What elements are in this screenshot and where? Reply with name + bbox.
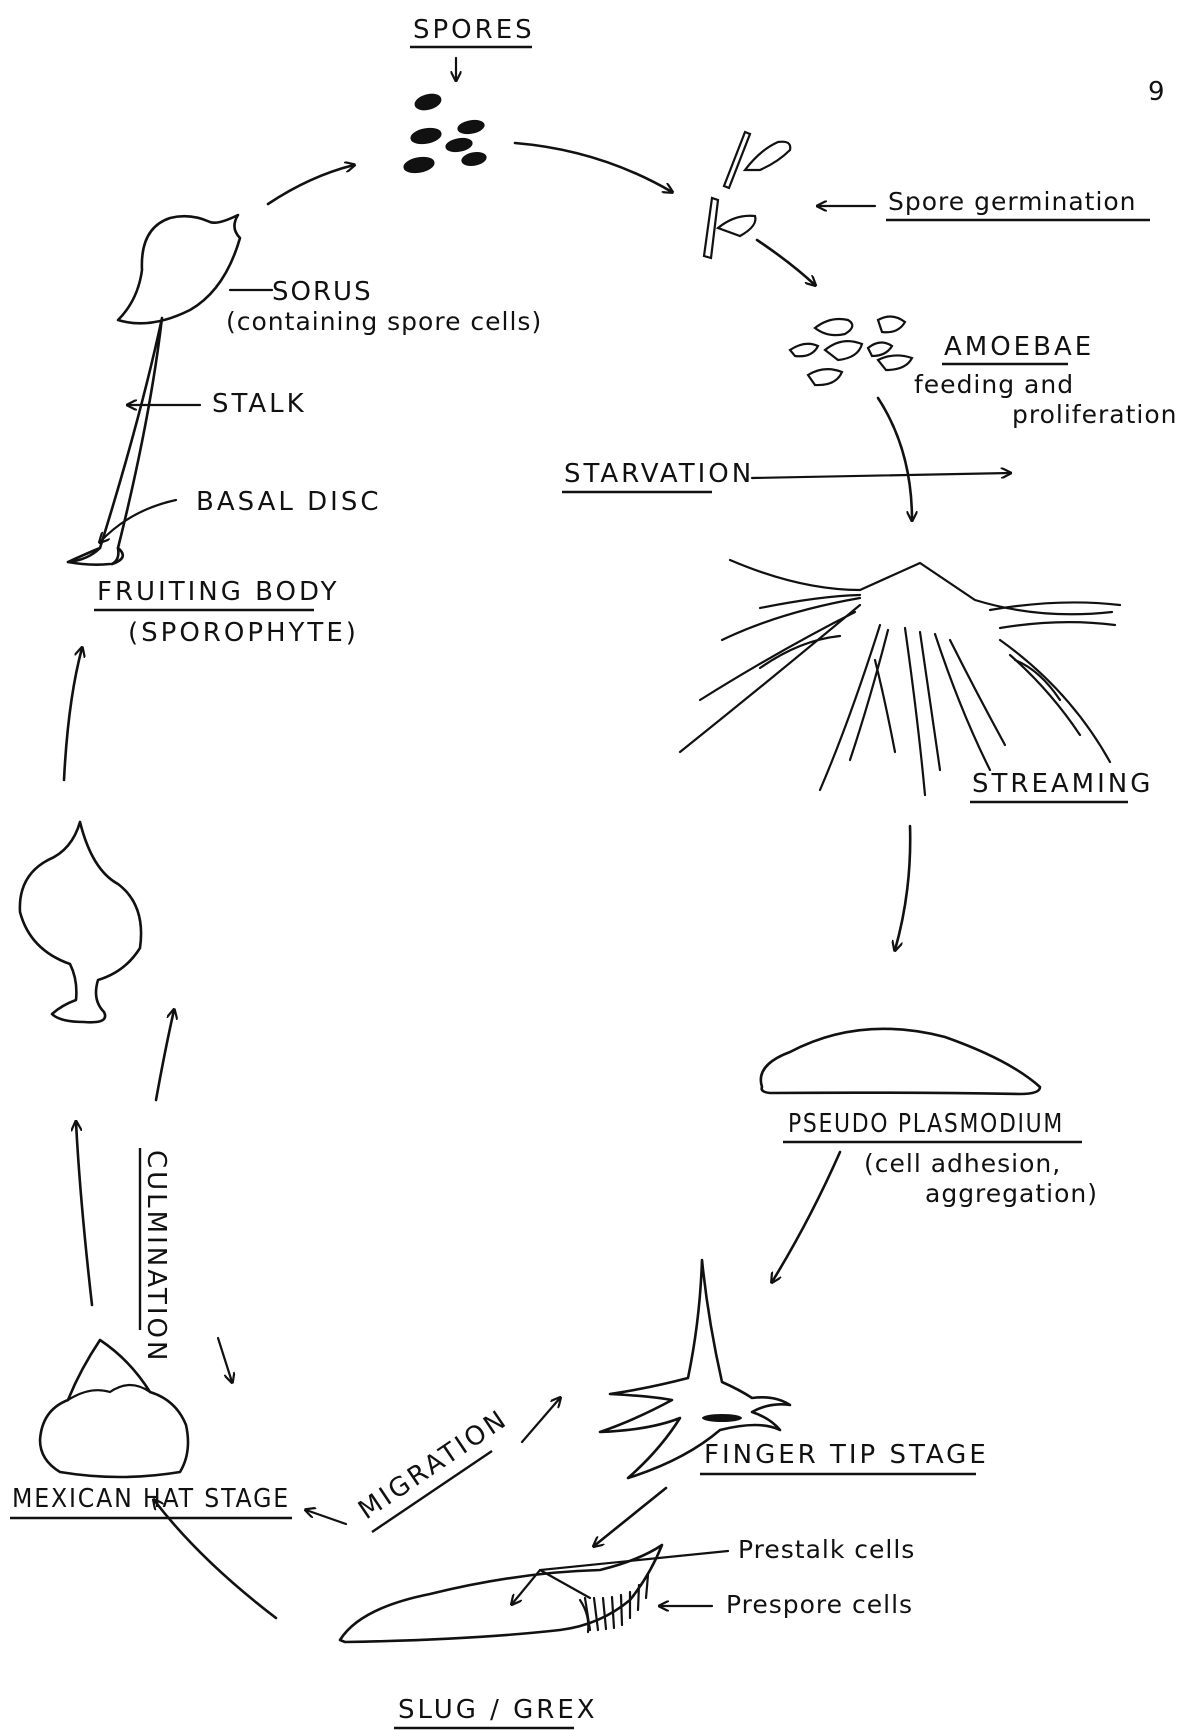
- arrow-culmination-up: [156, 1010, 174, 1100]
- spore-germination-label: Spore germination: [888, 187, 1137, 216]
- spores-cluster: [403, 92, 487, 175]
- arrow-fingertip-to-slug: [594, 1488, 666, 1546]
- arrow-pseudoplasmodium-to-fingertip: [772, 1152, 840, 1282]
- arrow-spores-to-germination: [515, 143, 672, 192]
- finger-tip-stage-label: FINGER TIP STAGE: [704, 1440, 989, 1470]
- arrow-fruiting-to-spores: [268, 165, 354, 204]
- arrow-germination-to-amoebae: [757, 240, 815, 285]
- arrow-amoebae-to-streaming: [878, 398, 912, 520]
- slug-grex-label: SLUG / GREX: [398, 1695, 598, 1725]
- fruiting-body-label: FRUITING BODY: [97, 577, 339, 607]
- prespore-cells-label: Prespore cells: [726, 1590, 913, 1619]
- sporophyte-label: (SPOROPHYTE): [128, 618, 359, 648]
- germinating-spores: [704, 132, 790, 258]
- basal-disc-label: BASAL DISC: [196, 487, 382, 517]
- pseudo-plasmodium-label: PSEUDO PLASMODIUM: [788, 1109, 1064, 1139]
- amoebae-label: AMOEBAE: [944, 332, 1094, 362]
- streaming-drawing: [680, 560, 1120, 795]
- prestalk-pointer-branch: [540, 1570, 590, 1598]
- sorus-label: SORUS: [272, 277, 373, 307]
- arrow-starvation: [752, 473, 1010, 478]
- starvation-label: STARVATION: [564, 459, 754, 489]
- arrow-streaming-to-pseudoplasmodium: [895, 826, 910, 950]
- amoebae-cluster: [790, 316, 912, 385]
- arrow-culminant-to-fruiting: [64, 648, 82, 780]
- culmination-label: CULMINATION: [141, 1150, 171, 1363]
- amoebae-note-2: proliferation: [1012, 400, 1177, 429]
- basal-disc-pointer: [100, 500, 176, 542]
- arrow-migration-to-mexican-hat: [306, 1510, 346, 1524]
- arrow-migration-to-fingertip: [522, 1398, 560, 1442]
- sorus-drawing: [118, 215, 240, 323]
- arrow-culmination-down: [218, 1338, 232, 1382]
- migration-label: MIGRATION: [353, 1404, 514, 1526]
- page-number: 9: [1148, 77, 1167, 107]
- mexican-hat-cap-line: [68, 1385, 150, 1400]
- mexican-hat-stage-label: MEXICAN HAT STAGE: [12, 1484, 290, 1514]
- arrow-mexican-hat-up: [76, 1122, 92, 1305]
- prestalk-cells-label: Prestalk cells: [738, 1535, 915, 1564]
- pseudo-plasmodium-drawing: [761, 1029, 1040, 1094]
- streaming-label: STREAMING: [972, 769, 1153, 799]
- finger-tip-mark: [702, 1414, 742, 1422]
- stalk-label: STALK: [212, 389, 307, 419]
- pseudo-plasmodium-note-1: (cell adhesion,: [864, 1149, 1061, 1178]
- pseudo-plasmodium-note-2: aggregation): [925, 1179, 1098, 1208]
- sorus-note: (containing spore cells): [226, 307, 542, 336]
- early-culminant-drawing: [20, 822, 141, 1022]
- spores-label: SPORES: [413, 15, 535, 45]
- amoebae-note-1: feeding and: [914, 370, 1074, 399]
